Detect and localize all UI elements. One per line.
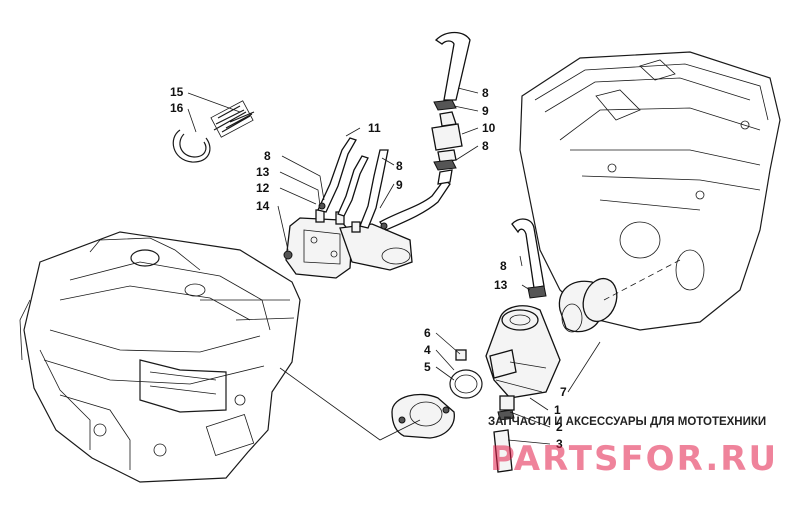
spring-and-clamp [172, 100, 255, 163]
callout-8: 8 [396, 159, 403, 173]
carburetor-assembly [391, 218, 618, 473]
callout-13: 13 [494, 278, 508, 292]
callout-labels: 15 16 11 8 13 12 14 8 9 8 9 10 8 8 13 6 … [170, 85, 567, 451]
callout-5: 5 [424, 360, 431, 374]
callout-16: 16 [170, 101, 184, 115]
callout-1: 1 [554, 403, 561, 417]
pump-hoses [317, 137, 451, 231]
callout-14: 14 [256, 199, 270, 213]
callout-9: 9 [482, 104, 489, 118]
callout-8: 8 [500, 259, 507, 273]
engine-illustration [19, 231, 301, 483]
fuel-pump [283, 209, 413, 279]
callout-15: 15 [170, 85, 184, 99]
callout-7: 7 [560, 385, 567, 399]
airbox-illustration [519, 51, 781, 331]
callout-4: 4 [424, 343, 431, 357]
callout-8: 8 [482, 139, 489, 153]
callout-11: 11 [368, 121, 381, 135]
watermark-subtitle: ЗАПЧАСТИ И АКСЕССУАРЫ ДЛЯ МОТОТЕХНИКИ [488, 416, 766, 428]
callout-8: 8 [482, 86, 489, 100]
fuel-filter-line [431, 31, 471, 185]
callout-8: 8 [264, 149, 271, 163]
callout-10: 10 [482, 121, 496, 135]
callout-2: 2 [556, 420, 563, 434]
leader-lines [187, 87, 681, 445]
callout-6: 6 [424, 326, 431, 340]
callout-12: 12 [256, 181, 270, 195]
callout-3: 3 [556, 437, 563, 451]
watermark: ЗАПЧАСТИ И АКСЕССУАРЫ ДЛЯ МОТОТЕХНИКИ PA… [488, 416, 778, 479]
callout-13: 13 [256, 165, 270, 179]
callout-9: 9 [396, 178, 403, 192]
watermark-brand: PARTSFOR.RU [490, 439, 778, 479]
